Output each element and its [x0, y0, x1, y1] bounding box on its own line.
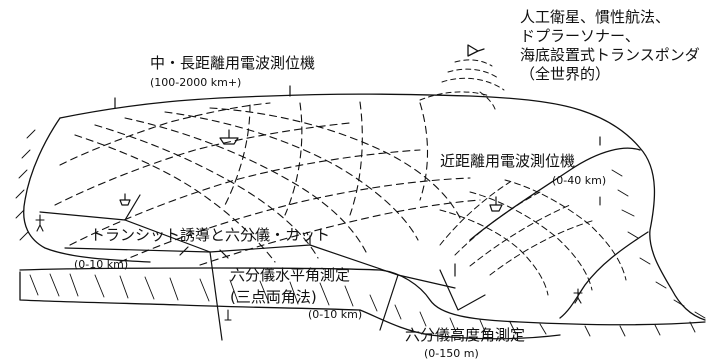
- satellite-label-line-1: 人工衛星、慣性航法、: [520, 8, 671, 26]
- satellite-label-line-2: ドプラーソナー、: [520, 27, 640, 45]
- short-range-value: (0-40 km): [552, 174, 607, 187]
- satellite-label-line-3: 海底設置式トランスポンダ: [520, 46, 700, 64]
- satellite-icon: [467, 44, 485, 57]
- sextant-lines: [39, 194, 486, 341]
- vessels: [114, 85, 601, 277]
- left-coast: [23, 117, 151, 263]
- transit-range: (0-10 km): [74, 258, 129, 271]
- hyperbolic-grid: [54, 101, 481, 266]
- altitude-angle-title: 六分儀高度角測定: [405, 326, 526, 344]
- satellite-label: 人工衛星、慣性航法、 ドプラーソナー、 海底設置式トランスポンダ （全世界的）: [520, 8, 700, 84]
- mid-long-range-title: 中・長距離用電波測位機: [150, 54, 316, 72]
- short-range-grid: [439, 179, 627, 296]
- short-range-title: 近距離用電波測位機: [440, 152, 576, 170]
- horizontal-angle-range: (0-10 km): [308, 308, 363, 321]
- mid-long-range-value: (100-2000 km+): [150, 76, 242, 89]
- people: [35, 196, 601, 321]
- signal-waves: [419, 59, 505, 113]
- horizontal-angle-sub: (三点両角法): [230, 288, 317, 306]
- horizontal-angle-title: 六分儀水平角測定: [230, 266, 351, 284]
- cliff-hatching: [15, 129, 706, 337]
- cliff-base: [19, 271, 561, 340]
- altitude-angle-range: (0-150 m): [424, 347, 479, 360]
- horizon-line: [59, 93, 706, 321]
- satellite-label-line-4: （全世界的）: [520, 65, 611, 83]
- front-coast: [19, 267, 706, 326]
- transit-title: トランシット誘導と六分儀・カット: [90, 226, 331, 244]
